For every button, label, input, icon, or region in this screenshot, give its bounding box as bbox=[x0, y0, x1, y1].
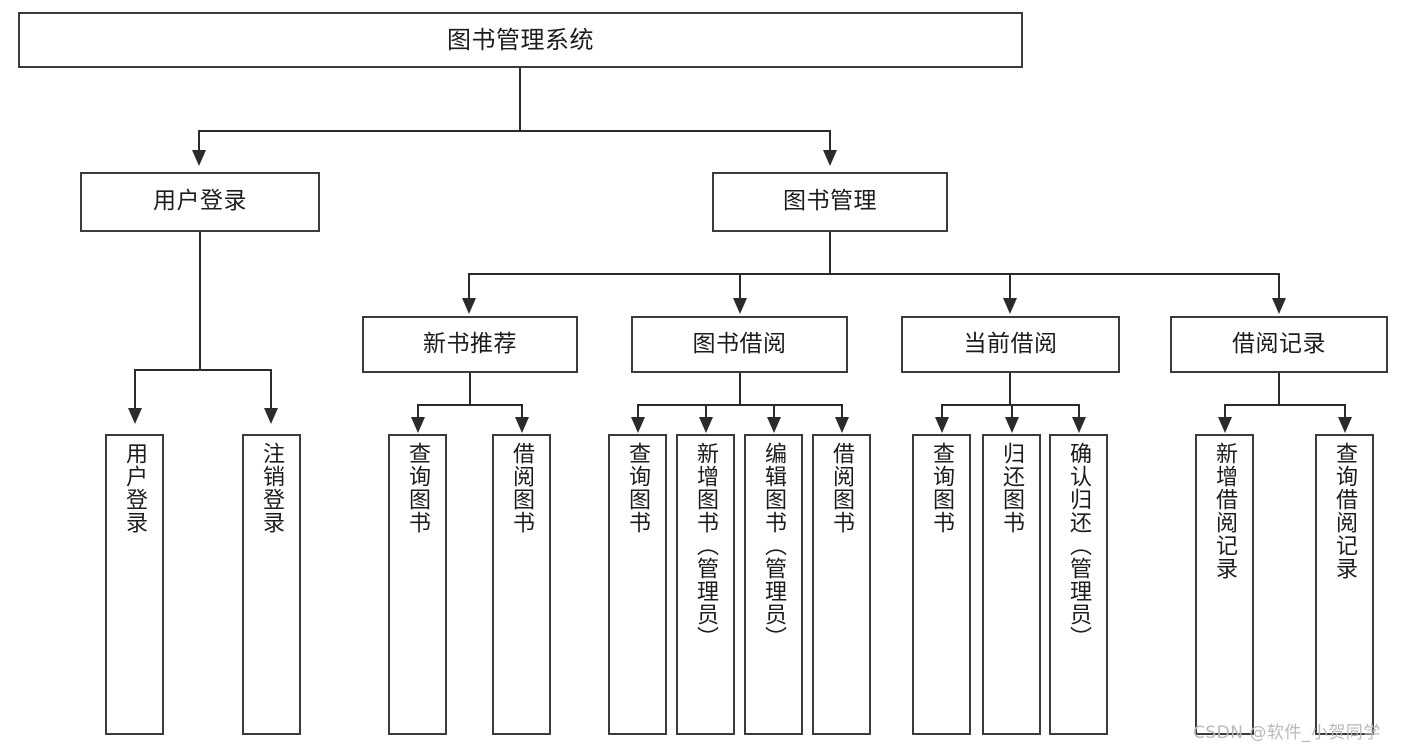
arrow-new-books-to-query bbox=[411, 417, 425, 433]
arrow-root-to-book-mgmt bbox=[823, 150, 837, 166]
node-label: 注销登录 bbox=[259, 442, 285, 534]
leaf-user-login[interactable]: 用户登录 bbox=[105, 434, 164, 735]
leaf-current-query[interactable]: 查询图书 bbox=[912, 434, 971, 735]
leaf-borrow-add[interactable]: 新增图书（管理员） bbox=[676, 434, 735, 735]
leaf-borrow-lend[interactable]: 借阅图书 bbox=[812, 434, 871, 735]
edge-user-login-trunk bbox=[199, 232, 201, 370]
edge-current-bus bbox=[941, 404, 1079, 406]
node-label: 当前借阅 bbox=[963, 330, 1058, 357]
leaf-current-return[interactable]: 归还图书 bbox=[982, 434, 1041, 735]
edge-root-bus bbox=[198, 130, 831, 132]
arrow-current-to-query bbox=[935, 417, 949, 433]
edge-records-trunk bbox=[1278, 373, 1280, 405]
edge-book-mgmt-to-records bbox=[1278, 273, 1280, 301]
node-book-borrow[interactable]: 图书借阅 bbox=[631, 316, 848, 373]
arrow-current-to-return bbox=[1005, 417, 1019, 433]
node-label: 新增借阅记录 bbox=[1212, 442, 1238, 580]
arrow-borrow-to-add bbox=[699, 417, 713, 433]
edge-borrow-to-edit bbox=[773, 404, 775, 420]
node-label: 查询借阅记录 bbox=[1332, 442, 1358, 580]
node-current-borrow[interactable]: 当前借阅 bbox=[901, 316, 1120, 373]
node-label: 借阅记录 bbox=[1232, 330, 1326, 357]
arrow-records-to-query bbox=[1338, 417, 1352, 433]
node-label: 查询图书 bbox=[405, 442, 431, 534]
arrow-user-login-to-login bbox=[128, 408, 142, 424]
edge-new-books-to-query bbox=[417, 404, 419, 420]
edge-borrow-to-query bbox=[637, 404, 639, 420]
edge-records-to-add bbox=[1224, 404, 1226, 420]
edge-borrow-bus bbox=[637, 404, 843, 406]
node-label: 借阅图书 bbox=[509, 442, 535, 534]
arrow-root-to-user-login bbox=[192, 150, 206, 166]
edge-root-to-user-login bbox=[198, 130, 200, 152]
edge-current-to-return bbox=[1011, 404, 1013, 420]
node-label: 图书借阅 bbox=[692, 330, 787, 357]
edge-new-books-to-borrow bbox=[521, 404, 523, 420]
node-label: 归还图书 bbox=[999, 442, 1025, 534]
node-label: 用户登录 bbox=[122, 442, 148, 534]
node-label: 图书管理系统 bbox=[447, 25, 594, 54]
edge-new-books-bus bbox=[417, 404, 523, 406]
edge-new-books-trunk bbox=[469, 373, 471, 405]
edge-records-bus bbox=[1224, 404, 1346, 406]
edge-borrow-to-add bbox=[705, 404, 707, 420]
node-label: 编辑图书（管理员） bbox=[761, 442, 787, 649]
arrow-borrow-to-edit bbox=[767, 417, 781, 433]
edge-book-mgmt-to-new-books bbox=[468, 273, 470, 301]
leaf-records-add[interactable]: 新增借阅记录 bbox=[1195, 434, 1254, 735]
edge-user-login-to-login bbox=[134, 369, 136, 411]
node-label: 新增图书（管理员） bbox=[693, 442, 719, 649]
arrow-current-to-confirm bbox=[1072, 417, 1086, 433]
node-label: 用户登录 bbox=[153, 188, 247, 215]
edge-user-login-bus bbox=[134, 369, 271, 371]
edge-current-trunk bbox=[1009, 373, 1011, 405]
arrow-book-mgmt-to-current bbox=[1003, 298, 1017, 314]
node-label: 确认归还（管理员） bbox=[1066, 442, 1092, 649]
edge-book-mgmt-to-borrow bbox=[739, 273, 741, 301]
edge-borrow-to-lend bbox=[841, 404, 843, 420]
edge-root-to-book-mgmt bbox=[829, 130, 831, 152]
leaf-borrow-edit[interactable]: 编辑图书（管理员） bbox=[744, 434, 803, 735]
edge-user-login-to-logout bbox=[270, 369, 272, 411]
node-label: 图书管理 bbox=[783, 188, 877, 215]
leaf-records-query[interactable]: 查询借阅记录 bbox=[1315, 434, 1374, 735]
arrow-new-books-to-borrow bbox=[515, 417, 529, 433]
arrow-user-login-to-logout bbox=[264, 408, 278, 424]
arrow-borrow-to-lend bbox=[835, 417, 849, 433]
edge-current-to-confirm bbox=[1078, 404, 1080, 420]
edge-book-mgmt-bus bbox=[468, 273, 1280, 275]
edge-book-mgmt-to-current bbox=[1009, 273, 1011, 301]
edge-borrow-trunk bbox=[739, 373, 741, 405]
leaf-new-books-query[interactable]: 查询图书 bbox=[388, 434, 447, 735]
node-book-management[interactable]: 图书管理 bbox=[712, 172, 948, 232]
edge-current-to-query bbox=[941, 404, 943, 420]
arrow-book-mgmt-to-new-books bbox=[462, 298, 476, 314]
node-borrow-records[interactable]: 借阅记录 bbox=[1170, 316, 1388, 373]
edge-root-trunk bbox=[519, 68, 521, 131]
leaf-current-confirm-return[interactable]: 确认归还（管理员） bbox=[1049, 434, 1108, 735]
edge-records-to-query bbox=[1344, 404, 1346, 420]
node-label: 查询图书 bbox=[929, 442, 955, 534]
watermark-text: CSDN @软件_小贺同学 bbox=[1193, 723, 1381, 743]
node-new-book-recommend[interactable]: 新书推荐 bbox=[362, 316, 578, 373]
leaf-new-books-borrow[interactable]: 借阅图书 bbox=[492, 434, 551, 735]
edge-book-mgmt-trunk bbox=[829, 232, 831, 274]
node-label: 新书推荐 bbox=[423, 330, 517, 357]
arrow-records-to-add bbox=[1218, 417, 1232, 433]
arrow-borrow-to-query bbox=[631, 417, 645, 433]
arrow-book-mgmt-to-records bbox=[1272, 298, 1286, 314]
arrow-book-mgmt-to-borrow bbox=[733, 298, 747, 314]
leaf-borrow-query[interactable]: 查询图书 bbox=[608, 434, 667, 735]
node-root-system[interactable]: 图书管理系统 bbox=[18, 12, 1023, 68]
node-label: 借阅图书 bbox=[829, 442, 855, 534]
node-label: 查询图书 bbox=[625, 442, 651, 534]
leaf-user-logout[interactable]: 注销登录 bbox=[242, 434, 301, 735]
node-user-login[interactable]: 用户登录 bbox=[80, 172, 320, 232]
